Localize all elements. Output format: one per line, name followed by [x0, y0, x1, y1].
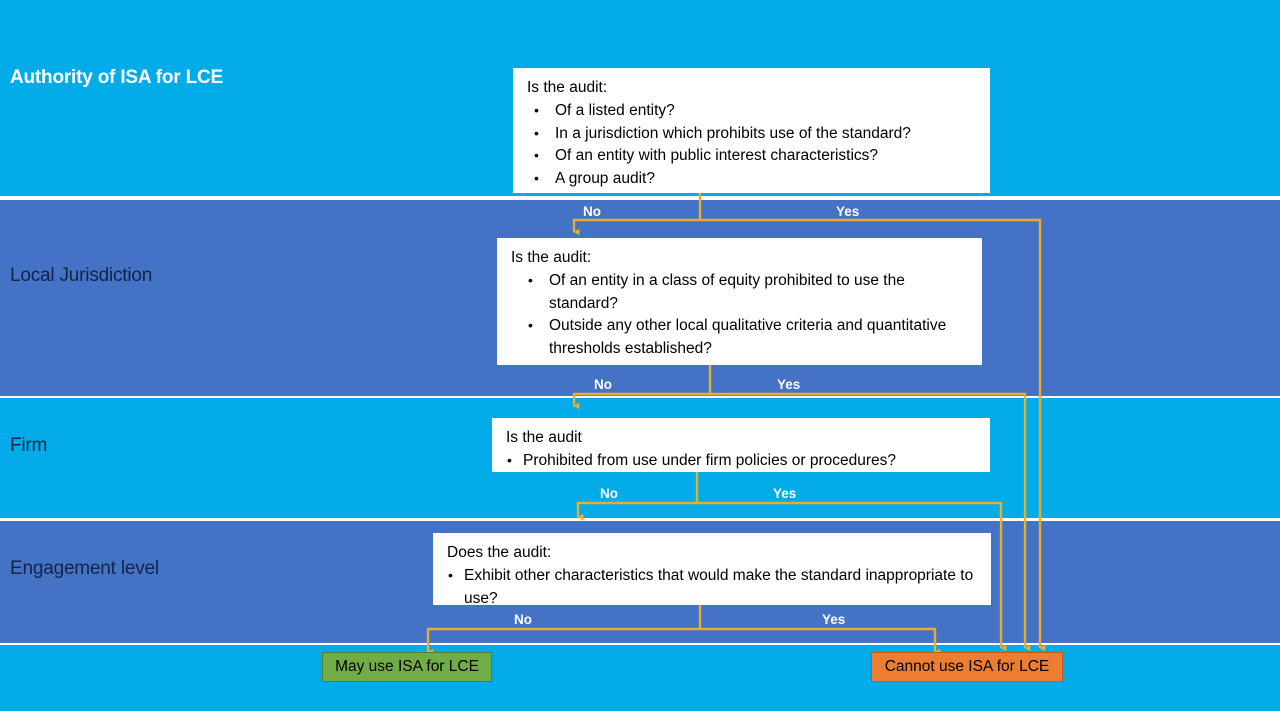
- list-item: • Exhibit other characteristics that wou…: [447, 565, 979, 610]
- list-item: • In a jurisdiction which prohibits use …: [527, 123, 978, 145]
- bullet-icon: •: [507, 452, 512, 469]
- list-item: • A group audit?: [527, 168, 978, 190]
- list-item-label: Outside any other local qualitative crit…: [549, 317, 947, 357]
- question-list: • Exhibit other characteristics that wou…: [447, 565, 979, 610]
- list-item: • Prohibited from use under firm policie…: [506, 450, 978, 472]
- list-item-label: Of an entity in a class of equity prohib…: [549, 272, 905, 312]
- branch-label-firm-yes: Yes: [773, 486, 797, 501]
- question-list: • Of an entity in a class of equity proh…: [511, 270, 970, 360]
- bullet-icon: •: [534, 147, 539, 164]
- band-label-engagement-level: Engagement level: [10, 558, 159, 579]
- question-box-engagement: Does the audit: • Exhibit other characte…: [433, 533, 991, 607]
- branch-label-engagement-no: No: [514, 612, 532, 627]
- band-label-local-jurisdiction: Local Jurisdiction: [10, 265, 153, 286]
- branch-label-authority-yes: Yes: [836, 204, 860, 219]
- question-box-firm: Is the audit • Prohibited from use under…: [492, 418, 990, 472]
- bullet-icon: •: [528, 272, 533, 289]
- list-item: • Of a listed entity?: [527, 100, 978, 122]
- question-box-local-jurisdiction: Is the audit: • Of an entity in a class …: [497, 238, 982, 365]
- branch-label-authority-no: No: [583, 204, 601, 219]
- list-item-label: Exhibit other characteristics that would…: [464, 567, 974, 607]
- bullet-icon: •: [534, 102, 539, 119]
- list-item-label: A group audit?: [555, 169, 655, 187]
- list-item: • Of an entity in a class of equity proh…: [511, 270, 970, 315]
- result-box-may-use: May use ISA for LCE: [322, 652, 492, 682]
- band-label-authority: Authority of ISA for LCE: [10, 67, 223, 88]
- bullet-icon: •: [534, 169, 539, 186]
- list-item-label: In a jurisdiction which prohibits use of…: [555, 124, 911, 142]
- question-lead: Does the audit:: [447, 544, 552, 561]
- band-outcome: [0, 645, 1280, 711]
- list-item: • Outside any other local qualitative cr…: [511, 315, 970, 360]
- list-item-label: Of an entity with public interest charac…: [555, 147, 879, 165]
- bullet-icon: •: [448, 567, 453, 584]
- branch-label-engagement-yes: Yes: [822, 612, 846, 627]
- band-label-firm: Firm: [10, 435, 48, 456]
- question-box-authority: Is the audit: • Of a listed entity? • In…: [513, 68, 990, 193]
- branch-label-local-jurisdiction-no: No: [594, 377, 612, 392]
- bullet-icon: •: [528, 317, 533, 334]
- result-label: May use ISA for LCE: [335, 658, 479, 675]
- question-list: • Of a listed entity? • In a jurisdictio…: [527, 100, 978, 190]
- branch-label-local-jurisdiction-yes: Yes: [777, 377, 801, 392]
- question-lead: Is the audit: [506, 429, 582, 446]
- branch-label-firm-no: No: [600, 486, 618, 501]
- question-lead: Is the audit:: [511, 249, 592, 266]
- result-box-cannot-use: Cannot use ISA for LCE: [871, 652, 1063, 682]
- list-item-label: Of a listed entity?: [555, 102, 675, 120]
- bullet-icon: •: [534, 124, 539, 141]
- list-item-label: Prohibited from use under firm policies …: [523, 452, 897, 470]
- question-lead: Is the audit:: [527, 79, 608, 96]
- result-label: Cannot use ISA for LCE: [884, 658, 1050, 675]
- question-list: • Prohibited from use under firm policie…: [506, 450, 978, 472]
- list-item: • Of an entity with public interest char…: [527, 145, 978, 167]
